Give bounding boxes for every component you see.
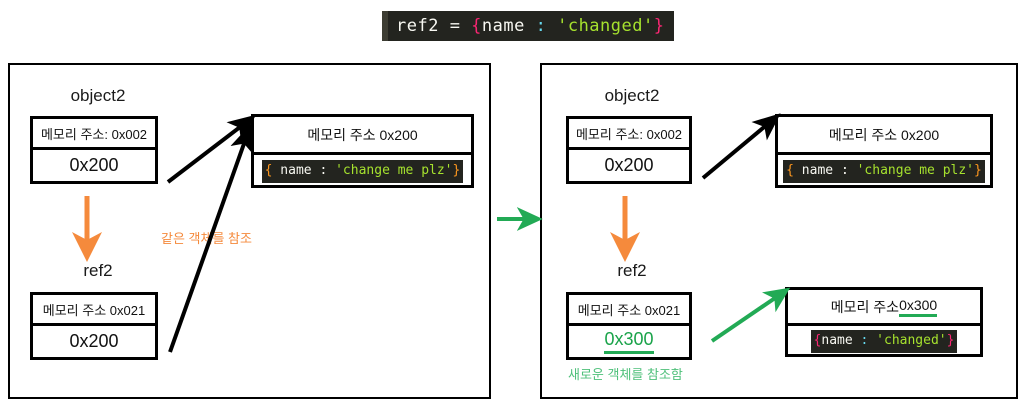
left-object2-label: object2 <box>70 86 126 105</box>
left-ref2-address: 메모리 주소 0x021 <box>33 295 155 326</box>
code-token: } <box>946 333 955 349</box>
right-heap-old-address: 메모리 주소 0x200 <box>778 117 990 155</box>
code-title-text: ref2 = {name : 'changed'} <box>396 16 664 36</box>
left-heap-code-wrap: { name : 'change me plz'} <box>254 155 471 188</box>
code-token: name <box>272 163 320 179</box>
code-token: } <box>452 163 461 179</box>
right-ref2-box: 메모리 주소 0x021 0x300 <box>566 292 692 360</box>
right-heap-new-address: 메모리 주소 0x300 <box>788 290 980 326</box>
code-token: 'changed' <box>557 16 654 36</box>
code-token: : <box>840 163 857 179</box>
code-token: name <box>793 163 841 179</box>
code-token: 'change me plz' <box>856 163 975 179</box>
left-object2-address: 메모리 주소: 0x002 <box>33 119 155 150</box>
right-heap-box-0x200: 메모리 주소 0x200 { name : 'change me plz'} <box>775 114 993 188</box>
right-heap-new-code-wrap: {name : 'changed'} <box>788 326 980 357</box>
code-token: { <box>264 163 273 179</box>
code-token: { <box>813 333 822 349</box>
right-object2-label: object2 <box>604 86 660 105</box>
right-heap-old-code-wrap: { name : 'change me plz'} <box>778 155 990 188</box>
left-object2-box: 메모리 주소: 0x002 0x200 <box>30 116 158 184</box>
left-ref2-value: 0x200 <box>69 331 119 351</box>
code-token: : <box>524 16 558 36</box>
right-heap-new-address-value: 0x300 <box>899 297 938 317</box>
code-token: = <box>438 16 472 36</box>
left-ref2-label: ref2 <box>83 261 113 280</box>
code-token: name <box>481 16 525 36</box>
code-title-accent-bar <box>382 11 388 41</box>
code-token: name <box>821 333 853 349</box>
code-token: : <box>319 163 336 179</box>
right-object2-value: 0x200 <box>604 155 654 175</box>
code-token: { <box>471 16 482 36</box>
left-heap-box-0x200: 메모리 주소 0x200 { name : 'change me plz'} <box>251 114 474 188</box>
code-token: } <box>974 163 982 179</box>
code-token: : <box>852 333 877 349</box>
left-heap-address: 메모리 주소 0x200 <box>254 117 471 155</box>
right-ref2-value-row: 0x300 <box>569 326 689 357</box>
code-title-bar: ref2 = {name : 'changed'} <box>382 11 675 41</box>
right-object2-address: 메모리 주소: 0x002 <box>569 119 689 150</box>
left-object2-value: 0x200 <box>69 155 119 175</box>
right-object2-box: 메모리 주소: 0x002 0x200 <box>566 116 692 184</box>
left-note-same-object: 같은 객체를 참조 <box>161 231 252 246</box>
right-ref2-label: ref2 <box>617 261 647 280</box>
right-heap-new-code: {name : 'changed'} <box>810 330 958 353</box>
code-token: 'change me plz' <box>335 163 453 179</box>
right-heap-old-code: { name : 'change me plz'} <box>783 160 985 183</box>
code-token: { <box>786 163 794 179</box>
right-ref2-address: 메모리 주소 0x021 <box>569 295 689 326</box>
left-ref2-box: 메모리 주소 0x021 0x200 <box>30 292 158 360</box>
right-note-new-object: 새로운 객체를 참조함 <box>568 367 683 382</box>
code-token: 'changed' <box>876 333 947 349</box>
right-heap-box-0x300: 메모리 주소 0x300 {name : 'changed'} <box>785 287 983 357</box>
code-token: ref2 <box>396 16 439 36</box>
left-heap-code: { name : 'change me plz'} <box>261 160 464 183</box>
right-heap-new-address-prefix: 메모리 주소 <box>830 298 900 315</box>
code-token: } <box>653 16 665 36</box>
right-ref2-value: 0x300 <box>604 329 654 354</box>
